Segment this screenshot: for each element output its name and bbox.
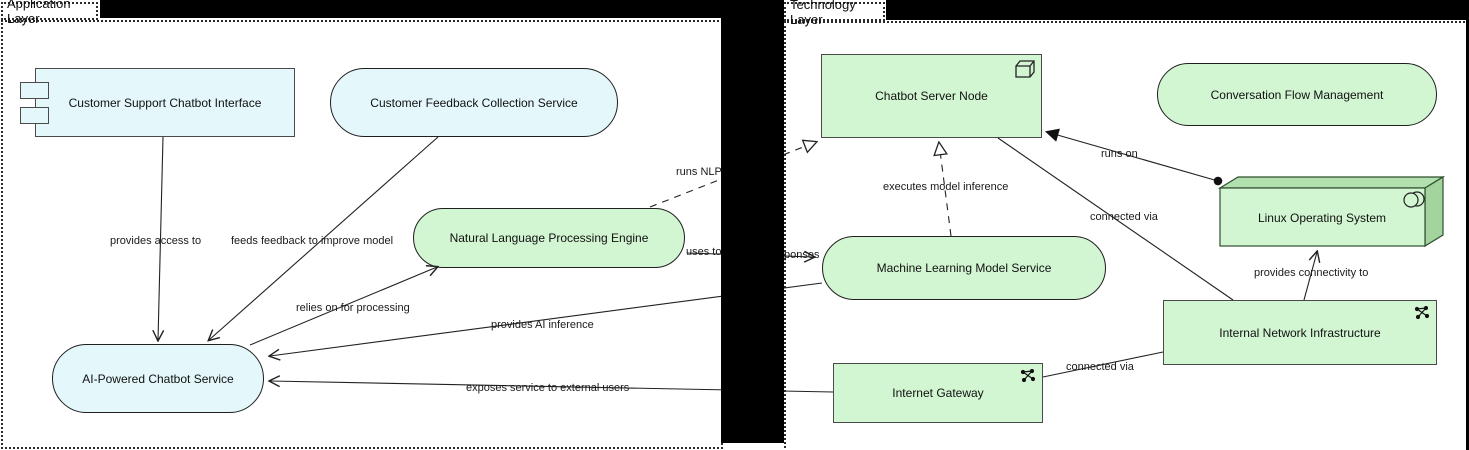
- edge-label-provides-connectivity: provides connectivity to: [1254, 267, 1369, 279]
- node-machine-learning-model-service[interactable]: Machine Learning Model Service: [822, 236, 1106, 300]
- edge-provides-access-to: [158, 136, 163, 340]
- redaction-bar-middle: [721, 0, 784, 443]
- edge-label-uses-to-fragment: uses to: [686, 246, 722, 258]
- edge-label-connected-via-lower: connected via: [1066, 361, 1134, 373]
- node-customer-feedback-collection-service[interactable]: Customer Feedback Collection Service: [330, 68, 618, 137]
- node-internet-gateway[interactable]: Internet Gateway: [833, 363, 1043, 423]
- redaction-bar-top-right: [886, 0, 1469, 20]
- node-label: Internal Network Infrastructure: [1219, 325, 1381, 340]
- edge-label-provides-access-to: provides access to: [110, 235, 202, 247]
- edge-label-responses-fragment: ponses: [784, 249, 820, 261]
- linux-3d-box[interactable]: [1217, 175, 1446, 248]
- edge-provides-connectivity-to: [1303, 252, 1317, 301]
- edge-label-provides-ai-inference: provides AI inference: [491, 319, 594, 331]
- system-software-icon: [1403, 191, 1425, 208]
- edge-label-executes-model-inference: executes model inference: [883, 181, 1009, 193]
- edge-relies-on-for-processing: [249, 267, 437, 346]
- node-label: Customer Feedback Collection Service: [370, 95, 578, 110]
- edge-runs-nlp: [649, 142, 816, 208]
- edge-label-runs-on: runs on: [1101, 148, 1138, 160]
- node-ai-powered-chatbot-service[interactable]: AI-Powered Chatbot Service: [52, 344, 264, 413]
- node-cube-icon: [1015, 60, 1035, 78]
- redaction-bar-right-edge: [1466, 0, 1469, 450]
- edge-connected-via-gateway: [1042, 351, 1164, 378]
- edge-runs-on: [1047, 132, 1218, 181]
- network-icon: [1414, 306, 1430, 319]
- node-internal-network-infrastructure[interactable]: Internal Network Infrastructure: [1163, 300, 1437, 365]
- node-label: Chatbot Server Node: [875, 89, 988, 103]
- edge-label-relies-on: relies on for processing: [296, 302, 410, 314]
- network-icon: [1020, 369, 1036, 382]
- edge-connected-via-server: [997, 137, 1234, 301]
- technology-layer-label: Technology Layer: [784, 0, 885, 27]
- node-chatbot-server-node[interactable]: Chatbot Server Node: [821, 54, 1042, 138]
- node-label: Conversation Flow Management: [1210, 87, 1384, 102]
- node-natural-language-processing-engine[interactable]: Natural Language Processing Engine: [413, 208, 685, 268]
- edge-label-feeds-feedback: feeds feedback to improve model: [231, 235, 394, 247]
- component-icon: [20, 82, 49, 99]
- edge-feeds-feedback: [209, 136, 439, 340]
- node-conversation-flow-management[interactable]: Conversation Flow Management: [1157, 63, 1437, 126]
- edge-label-runs-nlp-fragment: runs NLP: [676, 166, 722, 178]
- node-label: Natural Language Processing Engine: [449, 231, 649, 245]
- node-label: Machine Learning Model Service: [876, 261, 1052, 275]
- node-linux-operating-system[interactable]: Linux Operating System: [1257, 211, 1387, 225]
- edge-label-connected-via-upper: connected via: [1090, 211, 1158, 223]
- redaction-bar-top-left: [100, 0, 721, 18]
- node-customer-support-chatbot-interface[interactable]: Customer Support Chatbot Interface: [35, 68, 295, 137]
- edge-executes-model-inference: [939, 143, 952, 237]
- component-icon: [20, 107, 49, 124]
- node-label: AI-Powered Chatbot Service: [82, 371, 234, 386]
- node-label: Internet Gateway: [892, 386, 984, 400]
- node-label: Customer Support Chatbot Interface: [68, 95, 262, 110]
- edge-label-exposes-service: exposes service to external users: [466, 382, 630, 394]
